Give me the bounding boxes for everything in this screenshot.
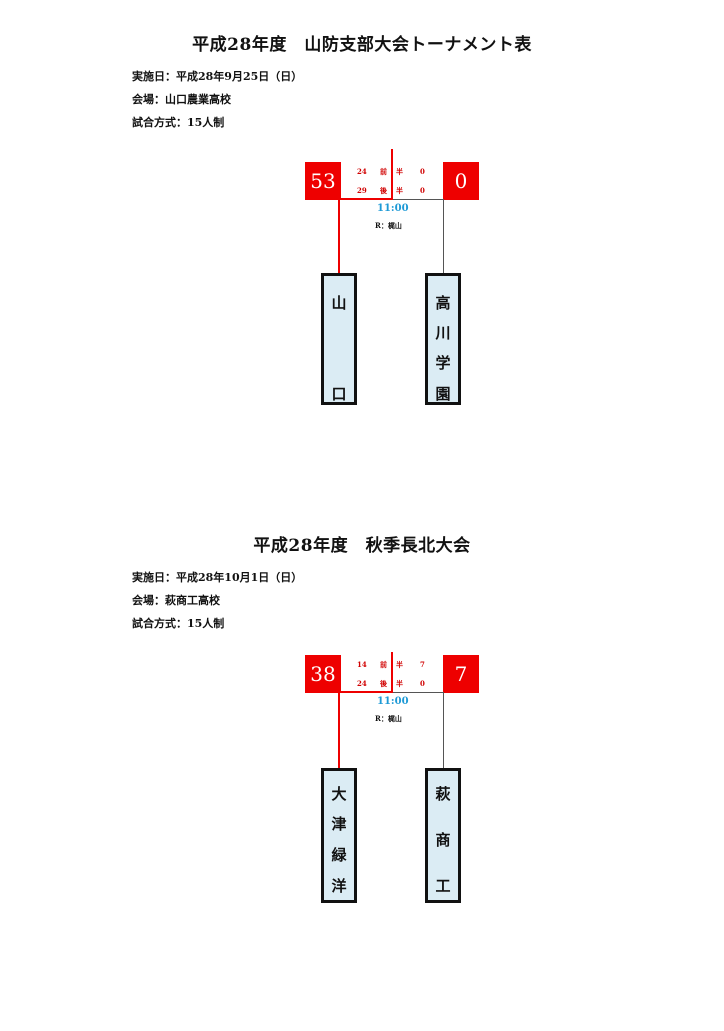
left-team-box: 山 口 <box>321 273 357 405</box>
team-char: 津 <box>331 815 347 833</box>
right-team-box: 萩 商 工 <box>425 768 461 903</box>
team-char: 学 <box>435 354 451 372</box>
bracket-right <box>443 692 444 768</box>
team-char: 洋 <box>331 877 347 895</box>
left-score: 53 <box>305 162 341 200</box>
first-half-right: 7 <box>420 660 425 669</box>
second-half-right: 0 <box>420 186 425 195</box>
winner-bracket-left <box>338 198 340 273</box>
match-format: 試合方式：15人制 <box>132 617 225 630</box>
team-char: 園 <box>435 385 451 403</box>
left-score: 38 <box>305 655 341 693</box>
team-char: 山 <box>331 294 347 312</box>
team-char: 口 <box>331 385 347 403</box>
right-score: 7 <box>443 655 479 693</box>
tournament-section-1: 平成28年度 山防支部大会トーナメント表 実施日：平成28年9月25日（日） 会… <box>0 30 724 530</box>
winner-bracket-top <box>391 149 393 199</box>
event-venue: 会場：萩商工高校 <box>132 594 220 607</box>
right-team-box: 高 川 学 園 <box>425 273 461 405</box>
event-date: 実施日：平成28年9月25日（日） <box>132 70 303 83</box>
kickoff-time: 11:00 <box>377 203 409 214</box>
kickoff-time: 11:00 <box>377 696 409 707</box>
winner-bracket-horizontal <box>338 198 393 200</box>
team-char: 大 <box>331 785 347 803</box>
winner-bracket-left <box>338 691 340 768</box>
team-char: 萩 <box>435 785 451 803</box>
second-half-label-b: 半 <box>396 679 403 688</box>
tournament-section-2: 平成28年度 秋季長北大会 実施日：平成28年10月1日（日） 会場：萩商工高校… <box>0 531 724 1031</box>
bracket-horizontal-right <box>393 692 444 693</box>
first-half-label-b: 半 <box>396 167 403 176</box>
first-half-label-a: 前 <box>380 167 387 176</box>
second-half-label-a: 後 <box>380 679 387 688</box>
tournament-title: 平成28年度 山防支部大会トーナメント表 <box>192 35 532 55</box>
winner-bracket-horizontal <box>338 691 393 693</box>
second-half-label-a: 後 <box>380 186 387 195</box>
match-format: 試合方式：15人制 <box>132 116 225 129</box>
right-score: 0 <box>443 162 479 200</box>
second-half-left: 29 <box>357 186 367 195</box>
tournament-title: 平成28年度 秋季長北大会 <box>253 536 471 556</box>
second-half-left: 24 <box>357 679 367 688</box>
team-char: 川 <box>435 324 451 342</box>
event-venue: 会場：山口農業高校 <box>132 93 231 106</box>
team-char: 工 <box>435 877 451 895</box>
first-half-left: 14 <box>357 660 367 669</box>
winner-bracket-top <box>391 652 393 692</box>
left-team-box: 大 津 緑 洋 <box>321 768 357 903</box>
referee: R：梶山 <box>375 221 402 230</box>
second-half-right: 0 <box>420 679 425 688</box>
first-half-right: 0 <box>420 167 425 176</box>
first-half-left: 24 <box>357 167 367 176</box>
first-half-label-a: 前 <box>380 660 387 669</box>
bracket-right <box>443 199 444 273</box>
bracket-horizontal-right <box>393 199 444 200</box>
team-char: 商 <box>435 831 451 849</box>
second-half-label-b: 半 <box>396 186 403 195</box>
event-date: 実施日：平成28年10月1日（日） <box>132 571 303 584</box>
team-char: 緑 <box>331 846 347 864</box>
team-char: 高 <box>435 294 451 312</box>
first-half-label-b: 半 <box>396 660 403 669</box>
referee: R：梶山 <box>375 714 402 723</box>
